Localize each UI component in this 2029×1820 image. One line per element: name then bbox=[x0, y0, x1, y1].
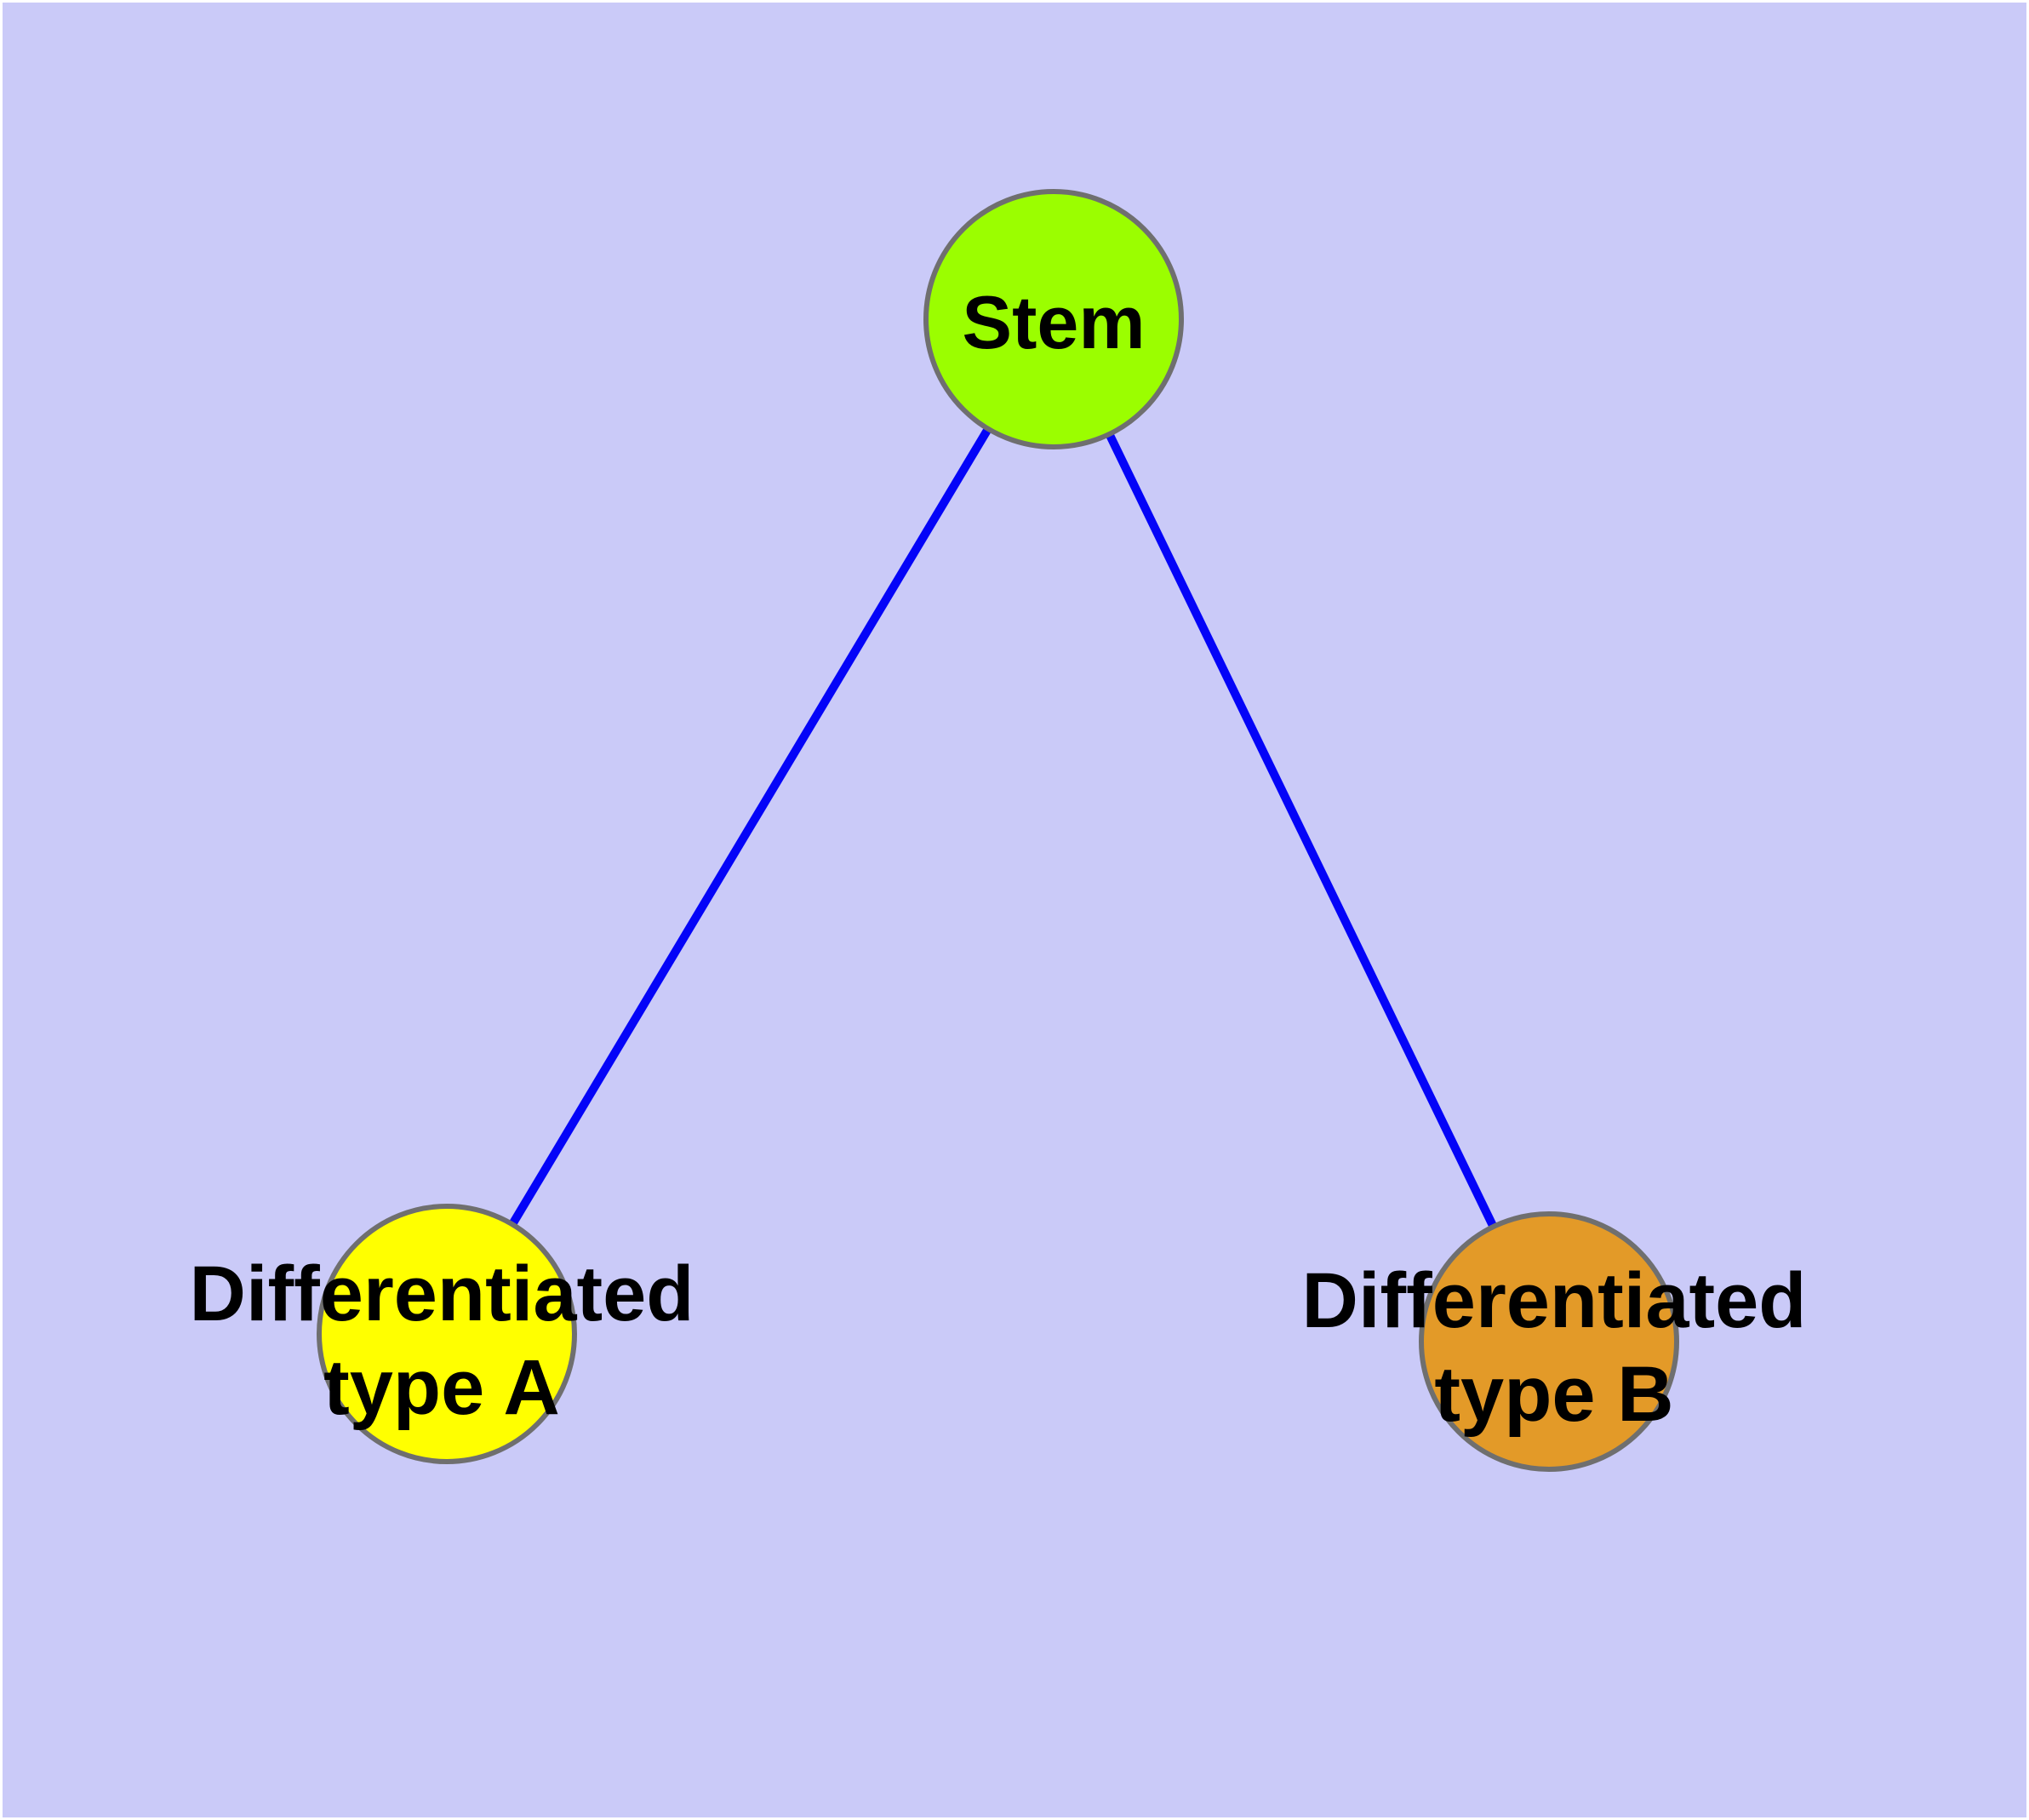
diagram-canvas: Stem Differentiated type A Differentiate… bbox=[3, 3, 2026, 1817]
type-a-node-label: Differentiated type A bbox=[190, 1247, 694, 1434]
stem-node-label-line: Stem bbox=[962, 280, 1146, 364]
type-b-node-label-line2: type B bbox=[1434, 1351, 1674, 1438]
stem-node-label: Stem bbox=[962, 280, 1145, 365]
graph-svg bbox=[3, 3, 2026, 1817]
type-a-node-label-line1: Differentiated bbox=[189, 1251, 694, 1337]
type-a-node-circle bbox=[317, 1204, 577, 1464]
type-b-node-circle bbox=[1419, 1211, 1679, 1472]
stem-node-circle bbox=[923, 189, 1184, 449]
type-b-node-label-line1: Differentiated bbox=[1301, 1257, 1807, 1344]
edge-stem-to-type-a bbox=[443, 317, 1058, 1336]
type-b-node-label: Differentiated type B bbox=[1302, 1254, 1807, 1441]
edge-stem-to-type-b bbox=[1049, 317, 1553, 1344]
type-a-node-label-line2: type A bbox=[323, 1344, 560, 1431]
